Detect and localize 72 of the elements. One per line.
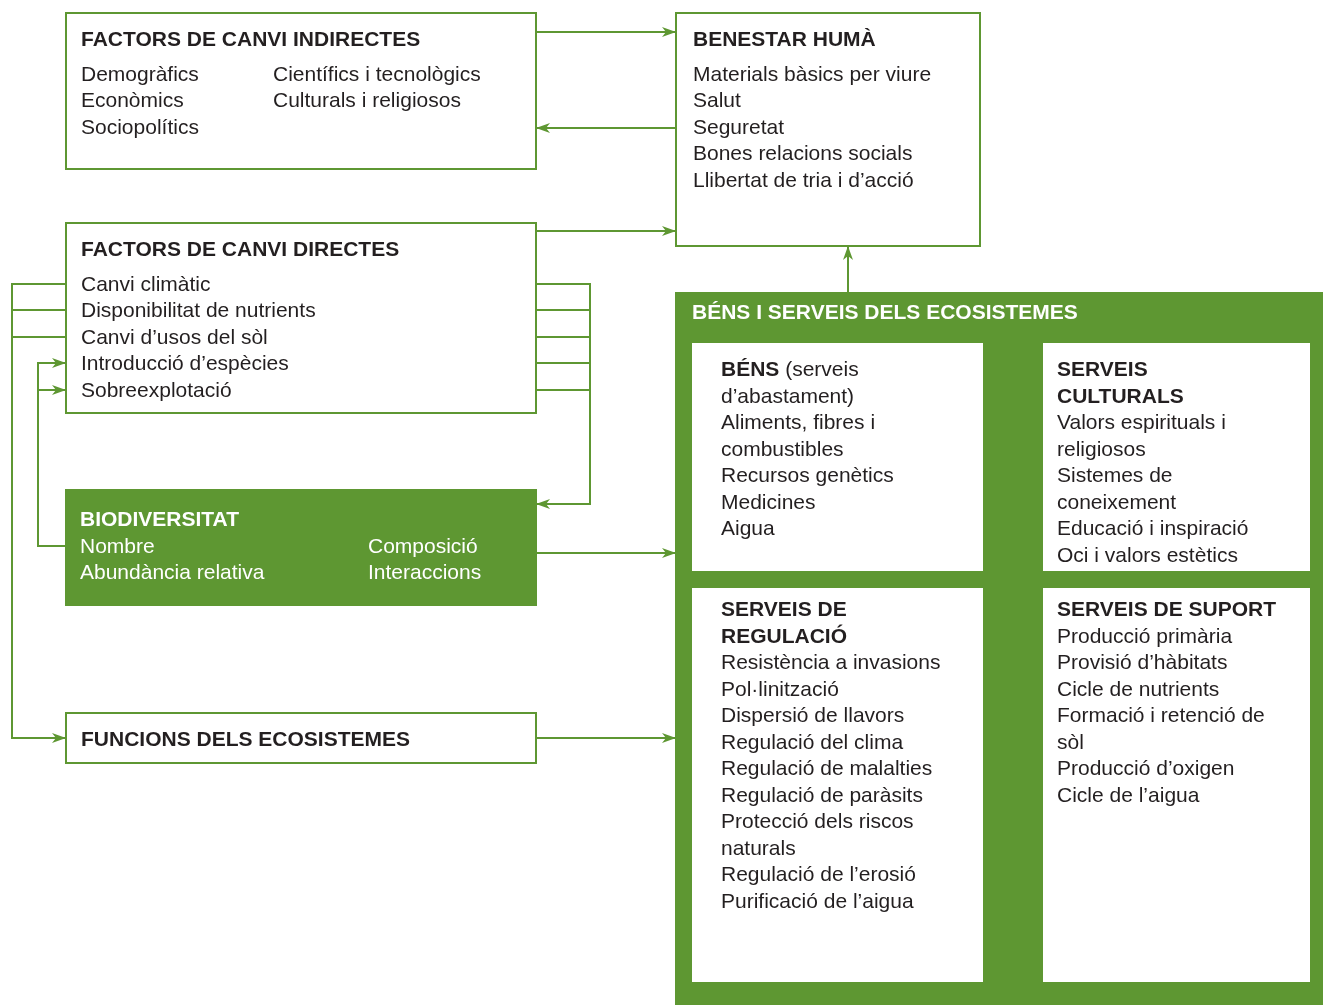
box-heading: BENESTAR HUMÀ bbox=[693, 26, 877, 52]
process-box bbox=[65, 12, 537, 170]
list-item: Dispersió de llavors bbox=[721, 702, 906, 728]
list-item: Canvi d’usos del sòl bbox=[81, 323, 269, 350]
list-item: Regulació del clima bbox=[721, 728, 905, 755]
list-item: Provisió d’hàbitats bbox=[1057, 649, 1229, 675]
list-item: Demogràfics bbox=[81, 60, 200, 87]
group-panel bbox=[675, 292, 1323, 1005]
list-item: Aigua bbox=[721, 515, 776, 541]
box-heading: BIODIVERSITAT bbox=[80, 506, 241, 532]
arrow bbox=[536, 733, 676, 743]
arrow bbox=[536, 283, 591, 509]
list-item: Formació i retenció de sòl bbox=[1057, 702, 1266, 755]
list-item: Purificació de l’aigua bbox=[721, 887, 915, 914]
box-heading: BÉNS I SERVEIS DELS ECOSISTEMES bbox=[692, 299, 1079, 325]
list-item: Introducció d’espècies bbox=[81, 350, 290, 376]
list-item: Recursos genètics bbox=[721, 462, 895, 488]
list-item: Salut bbox=[693, 87, 742, 113]
box-heading: FUNCIONS DELS ECOSISTEMES bbox=[81, 726, 412, 752]
category-box bbox=[1043, 588, 1310, 982]
arrow bbox=[536, 123, 676, 133]
list-item: Protecció dels riscos naturals bbox=[721, 808, 915, 861]
list-item: Composició bbox=[368, 532, 479, 559]
box-heading: BÉNS (serveis d’abastament) bbox=[721, 356, 860, 409]
list-item: Sobreexplotació bbox=[81, 376, 233, 403]
list-item: Interaccions bbox=[368, 559, 483, 585]
list-item: Sistemes de coneixement bbox=[1057, 462, 1178, 515]
process-box bbox=[675, 12, 981, 247]
category-box bbox=[692, 588, 983, 982]
filled-box bbox=[65, 489, 537, 606]
list-item: Llibertat de tria i d’acció bbox=[693, 166, 915, 193]
box-heading: SERVEIS DE SUPORT bbox=[1057, 596, 1277, 622]
list-item: Aliments, fibres i combustibles bbox=[721, 409, 877, 462]
box-heading: FACTORS DE CANVI DIRECTES bbox=[81, 236, 401, 262]
list-item: Regulació de malalties bbox=[721, 755, 934, 781]
list-item: Regulació de paràsits bbox=[721, 781, 924, 808]
process-box bbox=[65, 222, 537, 414]
arrow bbox=[536, 27, 676, 37]
arrow bbox=[843, 246, 853, 293]
list-item: Sociopolítics bbox=[81, 113, 200, 140]
list-item: Producció d’oxigen bbox=[1057, 755, 1236, 781]
box-heading: SERVEIS DE REGULACIÓ bbox=[721, 596, 848, 649]
list-item: Culturals i religiosos bbox=[273, 87, 462, 113]
list-item: Regulació de l’erosió bbox=[721, 861, 917, 887]
box-heading: SERVEIS CULTURALS bbox=[1057, 356, 1185, 409]
arrow bbox=[536, 226, 676, 236]
category-box bbox=[692, 343, 983, 571]
list-item: Científics i tecnològics bbox=[273, 60, 482, 87]
arrow bbox=[536, 548, 676, 558]
list-item: Canvi climàtic bbox=[81, 270, 212, 297]
list-item: Econòmics bbox=[81, 87, 185, 113]
list-item: Materials bàsics per viure bbox=[693, 60, 933, 87]
arrow bbox=[37, 358, 66, 547]
arrow bbox=[11, 283, 66, 743]
list-item: Educació i inspiració bbox=[1057, 515, 1250, 541]
list-item: Seguretat bbox=[693, 113, 786, 140]
list-item: Medicines bbox=[721, 488, 817, 515]
list-item: Cicle de l’aigua bbox=[1057, 781, 1201, 808]
list-item: Producció primària bbox=[1057, 622, 1234, 649]
list-item: Valors espirituals i religiosos bbox=[1057, 409, 1227, 462]
list-item: Cicle de nutrients bbox=[1057, 675, 1221, 702]
process-box bbox=[65, 712, 537, 764]
list-item: Nombre bbox=[80, 532, 156, 559]
list-item: Bones relacions socials bbox=[693, 140, 914, 166]
category-box bbox=[1043, 343, 1310, 571]
box-heading: FACTORS DE CANVI INDIRECTES bbox=[81, 26, 422, 52]
list-item: Disponibilitat de nutrients bbox=[81, 297, 317, 323]
list-item: Resistència a invasions bbox=[721, 649, 942, 675]
list-item: Pol·linització bbox=[721, 675, 840, 702]
list-item: Oci i valors estètics bbox=[1057, 541, 1239, 568]
arrow bbox=[37, 385, 66, 395]
list-item: Abundància relativa bbox=[80, 559, 266, 585]
